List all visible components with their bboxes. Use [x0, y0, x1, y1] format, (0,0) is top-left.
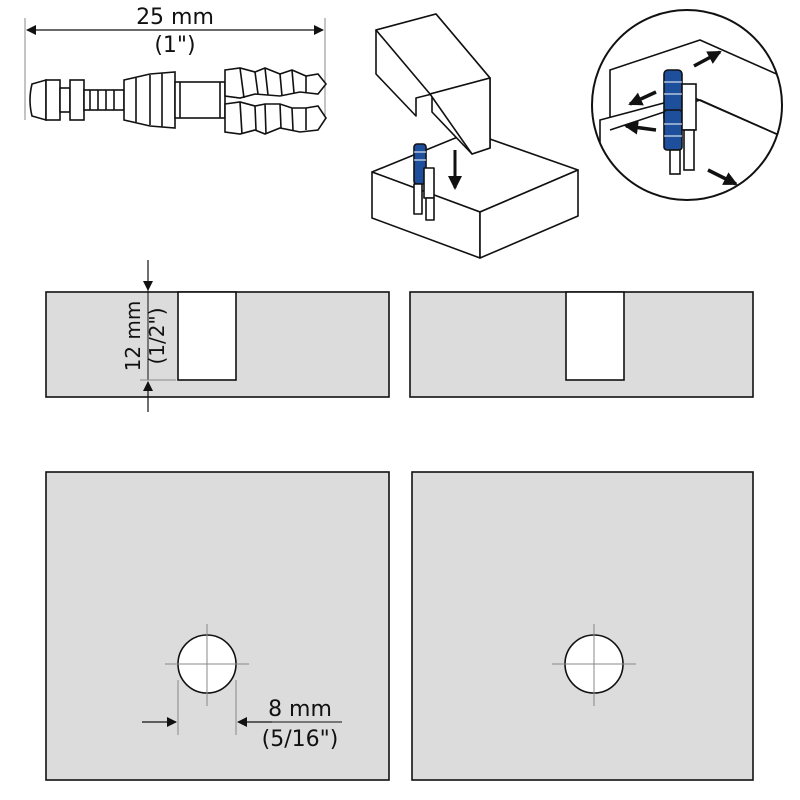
depth-imperial-label: (1/2") [145, 308, 169, 365]
side-section-left: 12 mm (1/2") [45, 260, 390, 412]
insertion-isometric-view [371, 13, 579, 259]
arrow-left-lower [624, 120, 657, 135]
fitting-body [29, 67, 328, 135]
detail-circle [591, 9, 783, 201]
bore-hole-right [565, 291, 625, 381]
panel-top-left [45, 471, 390, 781]
fitting-side-view: 25 mm (1") [24, 5, 328, 135]
inserted-fitting [413, 143, 435, 221]
diameter-imperial-label: (5/16") [262, 727, 339, 752]
bore-hole-left [177, 291, 237, 381]
depth-metric-label: 12 mm [121, 301, 145, 372]
top-view-right [411, 471, 754, 781]
arrow-up-right [693, 50, 722, 68]
length-metric-label: 25 mm [136, 5, 214, 30]
side-section-right [409, 291, 754, 398]
length-imperial-label: (1") [154, 33, 195, 58]
arrow-left-upper [628, 90, 657, 106]
diameter-metric-label: 8 mm [268, 697, 332, 722]
arrow-down-right [707, 168, 738, 186]
base-block-side [479, 169, 579, 259]
expansion-detail-view [591, 9, 783, 201]
top-view-left: 8 mm (5/16") [45, 471, 390, 781]
panel-top-right [411, 471, 754, 781]
